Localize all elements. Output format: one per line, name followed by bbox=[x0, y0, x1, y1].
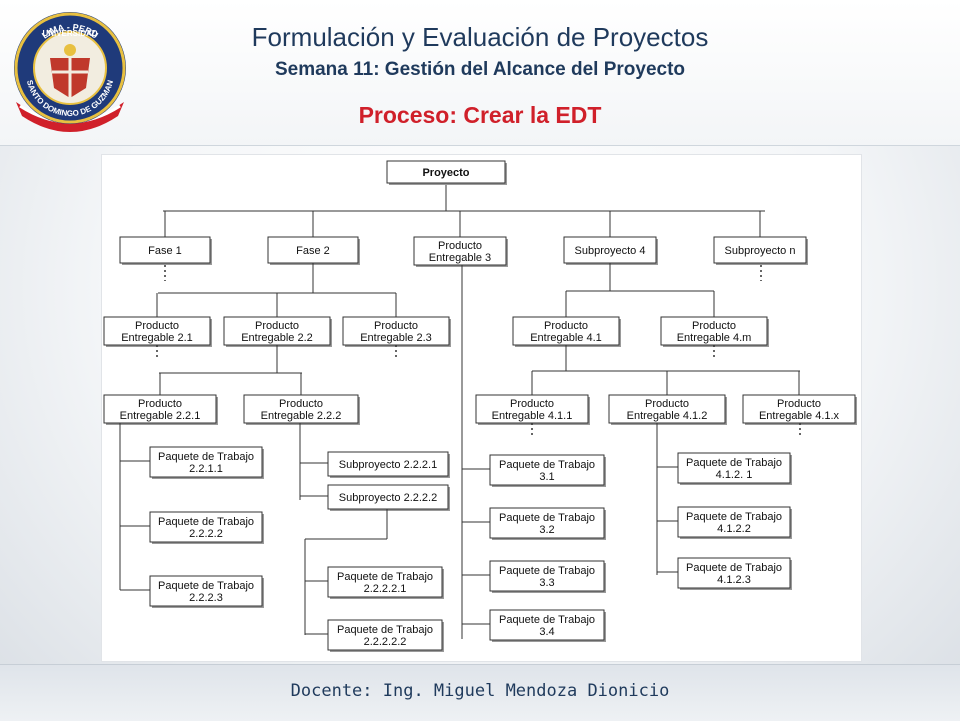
wbs-node-entregable-4-1-1-label: Entregable 4.1.1 bbox=[492, 410, 573, 422]
wbs-node-entregable-4-1-1-label: Producto bbox=[510, 398, 554, 410]
wbs-node-subproyecto-2222-1: Subproyecto 2.2.2.1 bbox=[327, 451, 450, 478]
wbs-node-subproyecto-2222-1-label: Subproyecto 2.2.2.1 bbox=[339, 459, 437, 471]
wbs-node-paquete-trabajo-22222-1-label: 2.2.2.2.1 bbox=[364, 583, 407, 595]
wbs-node-paquete-trabajo-221-3-label: 2.2.2.3 bbox=[189, 592, 223, 604]
wbs-node-entregable-2-2-2-label: Entregable 2.2.2 bbox=[261, 410, 342, 422]
wbs-node-entregable-2-2-label: Producto bbox=[255, 320, 299, 332]
wbs-node-paquete-trabajo-3-2-label: 3.2 bbox=[539, 524, 554, 536]
page-subtitle: Semana 11: Gestión del Alcance del Proye… bbox=[274, 59, 686, 80]
wbs-node-entregable-4-m-label: Entregable 4.m bbox=[677, 332, 752, 344]
wbs-node-paquete-trabajo-412-3-label: Paquete de Trabajo bbox=[686, 562, 782, 574]
wbs-node-paquete-trabajo-221-2-label: 2.2.2.2 bbox=[189, 528, 223, 540]
wbs-node-entregable-2-2-1-label: Entregable 2.2.1 bbox=[120, 410, 201, 422]
wbs-node-paquete-trabajo-3-4-label: 3.4 bbox=[539, 626, 554, 638]
wbs-node-subproyecto-n-label: Subproyecto n bbox=[725, 245, 796, 257]
wbs-node-producto-entregable-3-label: Producto bbox=[438, 240, 482, 252]
header-band bbox=[0, 0, 960, 146]
footer-band bbox=[0, 664, 960, 721]
wbs-node-proyecto-label: Proyecto bbox=[422, 167, 469, 179]
wbs-node-subproyecto-4-label: Subproyecto 4 bbox=[575, 245, 646, 257]
wbs-node-paquete-trabajo-3-2-label: Paquete de Trabajo bbox=[499, 512, 595, 524]
process-title: Proceso: Crear la EDT bbox=[358, 102, 602, 128]
wbs-node-entregable-4-1-x-label: Producto bbox=[777, 398, 821, 410]
wbs-node-entregable-4-1-2-label: Producto bbox=[645, 398, 689, 410]
wbs-node-paquete-trabajo-22222-1-label: Paquete de Trabajo bbox=[337, 571, 433, 583]
wbs-node-entregable-2-2-2-label: Producto bbox=[279, 398, 323, 410]
wbs-node-entregable-2-3-label: Producto bbox=[374, 320, 418, 332]
wbs-node-paquete-trabajo-22222-2-label: 2.2.2.2.2 bbox=[364, 636, 407, 648]
university-logo: LIMA - PERU UNIVERSIDAD SANTO DOMINGO DE… bbox=[14, 12, 126, 132]
wbs-node-entregable-2-2-1-label: Producto bbox=[138, 398, 182, 410]
wbs-node-entregable-2-1-label: Entregable 2.1 bbox=[121, 332, 193, 344]
wbs-node-paquete-trabajo-22222-2-label: Paquete de Trabajo bbox=[337, 624, 433, 636]
wbs-node-subproyecto-4: Subproyecto 4 bbox=[563, 236, 658, 265]
wbs-node-entregable-2-2-label: Entregable 2.2 bbox=[241, 332, 313, 344]
footer-teacher: Docente: Ing. Miguel Mendoza Dionicio bbox=[290, 681, 670, 701]
wbs-node-paquete-trabajo-412-2-label: 4.1.2.2 bbox=[717, 523, 751, 535]
wbs-node-paquete-trabajo-3-1-label: 3.1 bbox=[539, 471, 554, 483]
wbs-node-paquete-trabajo-3-3-label: 3.3 bbox=[539, 577, 554, 589]
wbs-node-entregable-4-1-2-label: Entregable 4.1.2 bbox=[627, 410, 708, 422]
wbs-node-paquete-trabajo-412-1-label: Paquete de Trabajo bbox=[686, 457, 782, 469]
wbs-node-subproyecto-2222-2: Subproyecto 2.2.2.2 bbox=[327, 484, 450, 511]
wbs-node-producto-entregable-3-label: Entregable 3 bbox=[429, 252, 491, 264]
wbs-node-paquete-trabajo-3-4-label: Paquete de Trabajo bbox=[499, 614, 595, 626]
wbs-node-entregable-2-1-label: Producto bbox=[135, 320, 179, 332]
wbs-node-subproyecto-2222-2-label: Subproyecto 2.2.2.2 bbox=[339, 492, 437, 504]
wbs-node-fase-2-label: Fase 2 bbox=[296, 245, 330, 257]
wbs-node-entregable-4-1-label: Producto bbox=[544, 320, 588, 332]
wbs-node-paquete-trabajo-221-1-label: 2.2.1.1 bbox=[189, 463, 223, 475]
wbs-node-fase-1: Fase 1 bbox=[119, 236, 212, 265]
page-title: Formulación y Evaluación de Proyectos bbox=[251, 22, 709, 52]
wbs-node-entregable-4-1-x-label: Entregable 4.1.x bbox=[759, 410, 840, 422]
wbs-node-entregable-2-3-label: Entregable 2.3 bbox=[360, 332, 432, 344]
wbs-node-paquete-trabajo-3-3-label: Paquete de Trabajo bbox=[499, 565, 595, 577]
wbs-node-entregable-4-m-label: Producto bbox=[692, 320, 736, 332]
wbs-node-subproyecto-n: Subproyecto n bbox=[713, 236, 808, 265]
wbs-node-paquete-trabajo-3-1-label: Paquete de Trabajo bbox=[499, 459, 595, 471]
wbs-node-paquete-trabajo-221-1-label: Paquete de Trabajo bbox=[158, 451, 254, 463]
wbs-node-entregable-4-1-label: Entregable 4.1 bbox=[530, 332, 602, 344]
wbs-node-paquete-trabajo-412-1-label: 4.1.2. 1 bbox=[716, 469, 753, 481]
wbs-node-paquete-trabajo-412-3-label: 4.1.2.3 bbox=[717, 574, 751, 586]
wbs-node-paquete-trabajo-412-2-label: Paquete de Trabajo bbox=[686, 511, 782, 523]
logo-name-text: UNIVERSIDAD bbox=[42, 29, 97, 38]
wbs-node-fase-1-label: Fase 1 bbox=[148, 245, 182, 257]
wbs-node-proyecto: Proyecto bbox=[386, 160, 507, 185]
wbs-node-paquete-trabajo-221-3-label: Paquete de Trabajo bbox=[158, 580, 254, 592]
wbs-node-paquete-trabajo-221-2-label: Paquete de Trabajo bbox=[158, 516, 254, 528]
wbs-node-fase-2: Fase 2 bbox=[267, 236, 360, 265]
